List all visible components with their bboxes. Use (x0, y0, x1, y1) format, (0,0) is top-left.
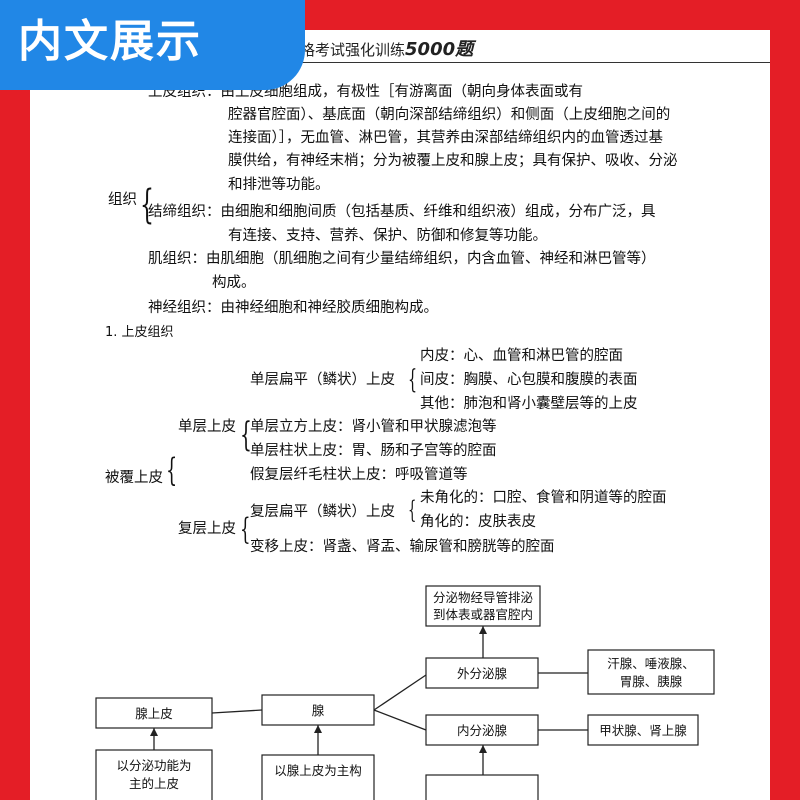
line-epithelium-to-gland (211, 709, 263, 714)
gland-label: 腺 (312, 703, 325, 718)
endocrine-gland-label: 内分泌腺 (457, 723, 508, 738)
stratified-squamous-label: 复层扁平（鳞状）上皮 (250, 504, 395, 520)
glandular-epithelium-label: 腺上皮 (135, 706, 173, 721)
exocrine-examples-box (587, 649, 715, 695)
simple-cuboidal-item: 单层立方上皮：肾小管和甲状腺滤泡等 (250, 419, 497, 435)
secretory-function-box (95, 749, 213, 800)
pseudostratified-item: 假复层纤毛柱状上皮：呼吸管道等 (250, 467, 468, 483)
exocrine-gland-label: 外分泌腺 (457, 666, 508, 681)
muscle-text-line-1: 肌组织：由肌细胞（肌细胞之间有少量结缔组织，内含血管、神经和淋巴管等） (148, 251, 656, 267)
brace-stratified: { (240, 512, 251, 547)
secretion-route-line-1: 分泌物经导管排泌 (433, 590, 534, 605)
exocrine-examples-line-2: 胃腺、胰腺 (620, 674, 683, 689)
brace-simple-squamous: { (408, 365, 418, 395)
connective-text-line-1: 结缔组织：由细胞和细胞间质（包括基质、纤维和组织液）组成，分布广泛，具 (148, 204, 656, 220)
document-page: 格考试强化训练5000题 { 组织 上皮组织：由上皮细胞组成，有极性［有游离面（… (30, 30, 770, 800)
mesothelium-item: 间皮：胸膜、心包膜和腹膜的表面 (420, 372, 638, 388)
epithelial-text-line-2: 腔器官腔面）、基底面（朝向深部结缔组织）和侧面（上皮细胞之间的 (228, 107, 671, 123)
nonkeratinized-item: 未角化的：口腔、食管和阴道等的腔面 (420, 490, 667, 506)
glandular-epithelium-box (95, 697, 213, 729)
promo-banner: 内文展示 (0, 0, 305, 90)
epithelial-text-line-3: 连接面）］，无血管、淋巴管，其营养由深部结缔组织内的血管透过基 (228, 130, 663, 146)
header-title-prefix: 格考试强化训练 (300, 41, 406, 59)
simple-columnar-item: 单层柱状上皮：胃、肠和子宫等的腔面 (250, 443, 497, 459)
brace-tissue: { (140, 182, 154, 228)
endocrine-examples-box (587, 714, 699, 746)
nerve-text-line: 神经组织：由神经细胞和神经胶质细胞构成。 (148, 300, 438, 316)
epithelial-text-line-4: 膜供给，有神经末梢；分为被覆上皮和腺上皮；具有保护、吸收、分泌 (228, 153, 678, 169)
keratinized-item: 角化的：皮肤表皮 (420, 514, 536, 530)
gland-composition-box (261, 754, 375, 800)
gland-flow-diagram: 分泌物经导管排泌 到体表或器官腔内 外分泌腺 汗腺、唾液腺、 胃腺、胰腺 内分泌… (95, 585, 715, 800)
connective-text-line-2: 有连接、支持、营养、保护、防御和修复等功能。 (228, 228, 547, 244)
section-heading-epithelial: 1. 上皮组织 (105, 325, 174, 340)
secretory-function-line-1: 以分泌功能为 (116, 758, 191, 773)
arrowhead-route (479, 626, 487, 634)
simple-epithelium-label: 单层上皮 (178, 419, 236, 435)
gland-box (261, 694, 375, 726)
exocrine-examples-line-1: 汗腺、唾液腺、 (607, 656, 695, 671)
banner-label: 内文展示 (18, 16, 202, 67)
arrowhead-endocrine (479, 745, 487, 753)
simple-squamous-label: 单层扁平（鳞状）上皮 (250, 372, 395, 388)
endocrine-examples-label: 甲状腺、肾上腺 (599, 723, 687, 738)
transitional-epithelium-item: 变移上皮：肾盏、肾盂、输尿管和膀胱等的腔面 (250, 539, 555, 555)
header-title-number: 5000题 (405, 39, 474, 60)
secretion-route-line-2: 到体表或器官腔内 (433, 607, 533, 622)
lower-partial-box (425, 774, 539, 800)
gland-composition-line-1: 以腺上皮为主构 (274, 763, 362, 778)
endothelium-item: 内皮：心、血管和淋巴管的腔面 (420, 348, 623, 364)
epithelial-text-line-5: 和排泄等功能。 (228, 177, 330, 193)
arrowhead-mid (314, 725, 322, 733)
tissue-label: 组织 (108, 192, 137, 208)
page-header-title: 格考试强化训练5000题 (300, 35, 473, 61)
arrowhead-left (150, 728, 158, 736)
brace-simple: { (240, 415, 252, 455)
brace-covering: { (166, 451, 178, 489)
branch-to-exocrine (373, 674, 427, 711)
exocrine-gland-box (425, 657, 539, 689)
header-rule (30, 62, 770, 63)
stratified-epithelium-label: 复层上皮 (178, 521, 236, 537)
secretion-route-box (425, 585, 541, 627)
branch-to-endocrine (373, 709, 427, 731)
secretory-function-line-2: 主的上皮 (129, 776, 179, 791)
other-squamous-item: 其他：肺泡和肾小囊壁层等的上皮 (420, 396, 638, 412)
covering-epithelium-label: 被覆上皮 (105, 470, 163, 486)
muscle-text-line-2: 构成。 (212, 275, 256, 291)
brace-stratified-squamous: { (408, 496, 417, 524)
